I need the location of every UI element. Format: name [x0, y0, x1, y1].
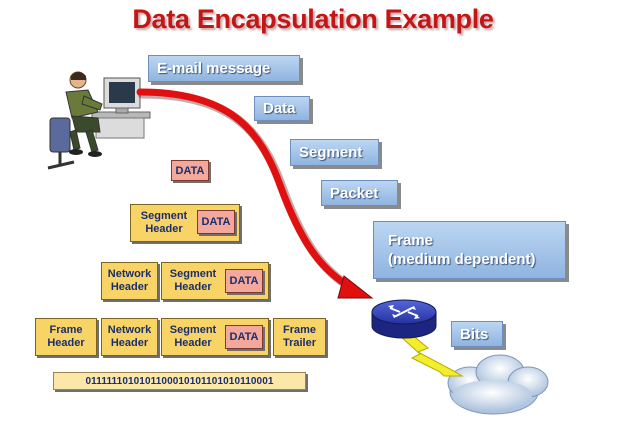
segment-header-line2: Header — [174, 337, 212, 349]
segment-header-level3: Segment Header — [163, 265, 223, 297]
network-header-level4: Network Header — [101, 318, 158, 356]
diagram-title: Data Encapsulation Example — [132, 4, 494, 34]
tag-segment: Segment — [290, 139, 379, 166]
tag-email-message: E-mail message — [148, 55, 300, 82]
frame-trailer-line2: Trailer — [282, 337, 317, 349]
tag-frame-line1: Frame — [388, 232, 434, 249]
network-header-level3: Network Header — [101, 262, 158, 300]
network-header-line1: Network — [107, 268, 152, 280]
network-header-line2: Header — [110, 337, 149, 349]
frame-trailer-line1: Frame — [282, 324, 317, 336]
network-header-line2: Header — [110, 281, 149, 293]
data-box-level1: DATA — [171, 160, 209, 181]
segment-header-level2: Segment Header — [133, 207, 195, 239]
tag-bits: Bits — [451, 321, 503, 347]
data-box-level3: DATA — [225, 269, 263, 293]
tag-packet: Packet — [321, 180, 398, 206]
segment-header-level4: Segment Header — [163, 321, 223, 353]
segment-header-line1: Segment — [169, 324, 217, 336]
frame-trailer-level4: Frame Trailer — [273, 318, 326, 356]
router-icon — [371, 299, 437, 339]
tag-frame-line2: (medium dependent) — [388, 251, 536, 268]
data-box-level4: DATA — [225, 325, 263, 349]
segment-header-line1: Segment — [140, 210, 188, 222]
segment-header-line2: Header — [145, 223, 183, 235]
segment-header-line1: Segment — [169, 268, 217, 280]
frame-header-level4: Frame Header — [35, 318, 97, 356]
data-box-level2: DATA — [197, 210, 235, 234]
segment-header-line2: Header — [174, 281, 212, 293]
tag-data: Data — [254, 96, 310, 121]
cloud-icon — [447, 354, 549, 415]
lightning-link-icon — [399, 329, 464, 377]
network-header-line1: Network — [107, 324, 152, 336]
bitstream-box: 0111111010101100010101101010110001 — [53, 372, 306, 390]
tag-frame: Frame (medium dependent) — [373, 221, 566, 279]
frame-header-line2: Header — [47, 337, 85, 349]
frame-header-line1: Frame — [49, 324, 83, 336]
user-at-computer-icon — [47, 71, 151, 170]
encapsulation-arrow-icon — [136, 88, 374, 299]
